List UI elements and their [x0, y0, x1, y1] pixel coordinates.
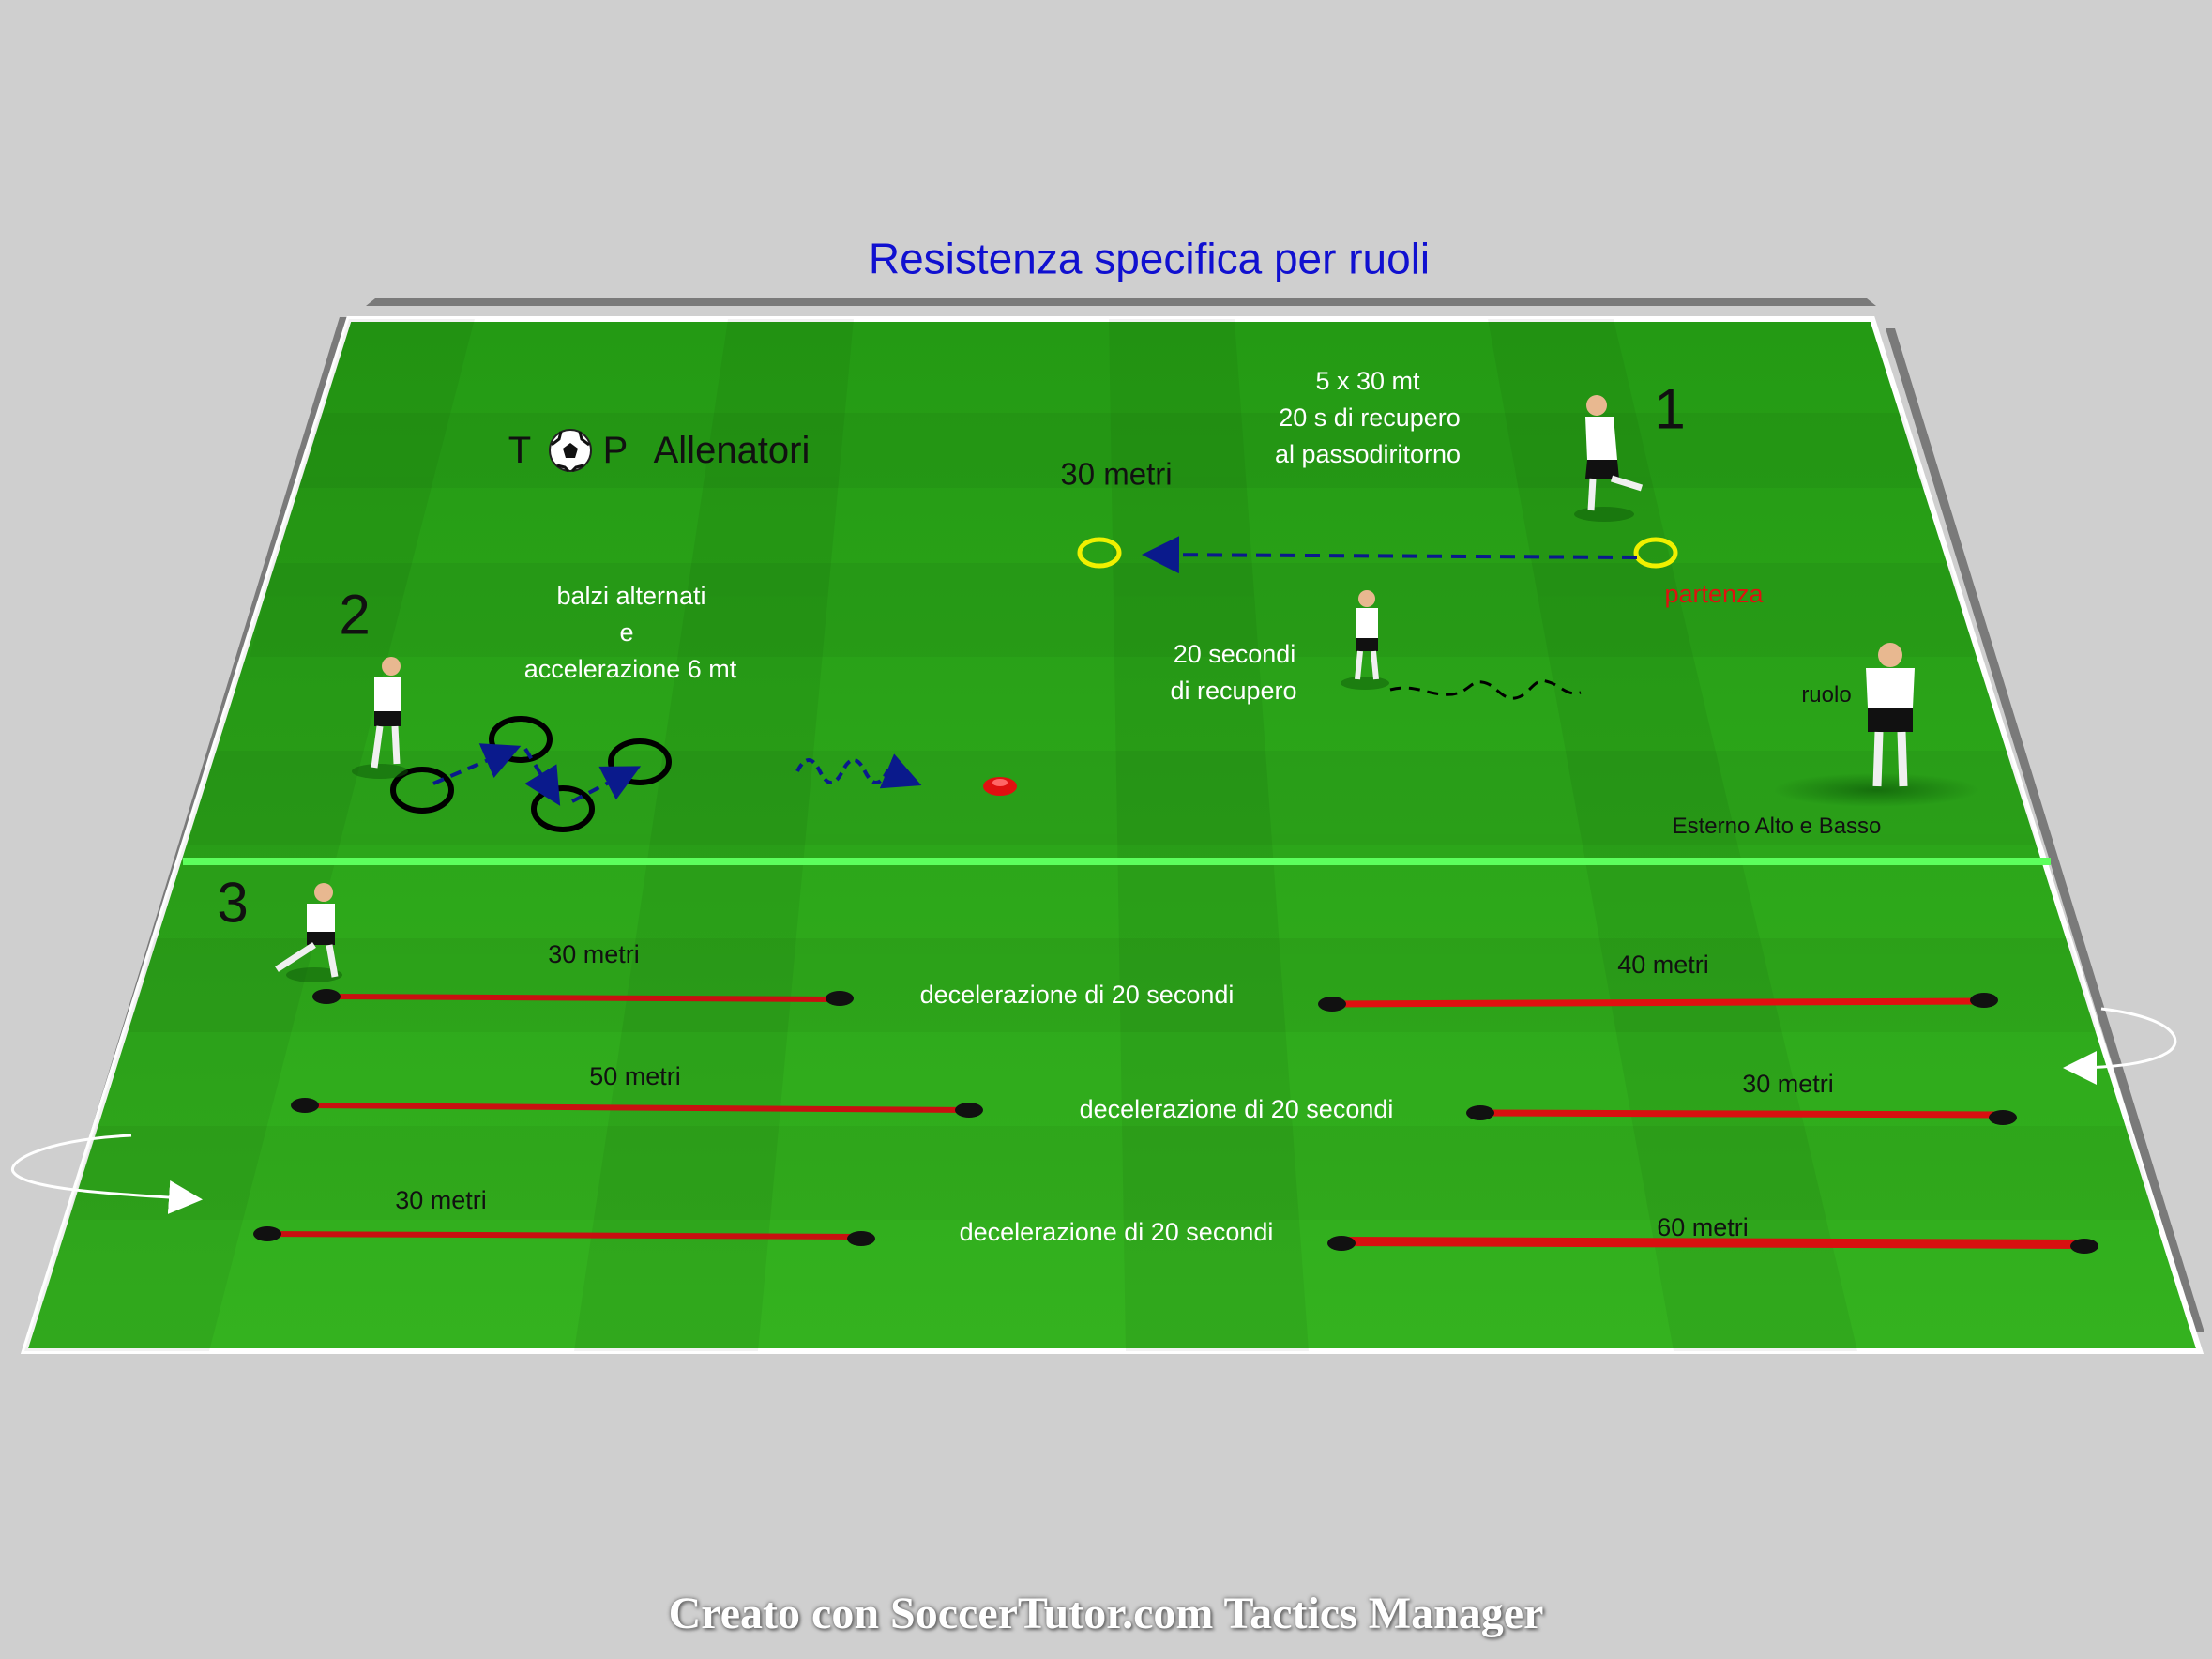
role-name: Esterno Alto e Basso	[1672, 814, 1882, 839]
exercise-3-row-2-second: 30 metri	[1742, 1070, 1834, 1099]
logo-name: Allenatori	[653, 430, 811, 471]
ring-arrows	[432, 743, 642, 806]
sprint-lines	[266, 994, 2085, 1249]
rotation-arrow-left	[11, 1134, 203, 1214]
exercise-3-row-2-first: 50 metri	[589, 1062, 681, 1091]
exercise-2-line-2: e	[619, 618, 634, 647]
exercise-3-row-1-first: 30 metri	[548, 940, 640, 969]
exercise-3-row-2-middle: decelerazione di 20 secondi	[1079, 1095, 1394, 1124]
logo-letter-p: P	[602, 430, 629, 471]
role-shadow	[1773, 773, 1979, 807]
exercise-1-recovery-line-2: di recupero	[1170, 677, 1297, 706]
agility-rings	[390, 716, 672, 832]
exercise-1-spec-line-1: 5 x 30 mt	[1315, 367, 1420, 396]
exercise-3-row-1-second: 40 metri	[1617, 951, 1709, 980]
pitch	[20, 316, 2204, 1354]
pitch-bands	[68, 413, 2158, 1220]
role-label: ruolo	[1801, 682, 1852, 708]
end-ring	[1077, 537, 1122, 569]
rotation-arrow-right	[2063, 1007, 2177, 1085]
exercise-1-spec-line-2: 20 s di recupero	[1279, 403, 1461, 433]
exercise-2-line-3: accelerazione 6 mt	[523, 655, 737, 684]
logo-letter-t: T	[508, 430, 532, 471]
red-cone-top	[992, 779, 1008, 786]
credit-text: Creato con SoccerTutor.com Tactics Manag…	[668, 1589, 1544, 1638]
black-cones	[253, 989, 2098, 1254]
exercise-1-distance: 30 metri	[1060, 456, 1173, 492]
exercise-3-row-3-first: 30 metri	[395, 1186, 487, 1215]
exercise-3-row-1-middle: decelerazione di 20 secondi	[919, 981, 1235, 1010]
exercise-2-number: 2	[339, 583, 371, 647]
player-icon-ex2	[352, 657, 408, 779]
player-icon-ex1-runner	[1574, 395, 1644, 522]
exercise-2-line-1: balzi alternati	[556, 582, 706, 611]
exercise-1-recovery-line-1: 20 secondi	[1173, 640, 1296, 669]
start-ring	[1633, 537, 1678, 569]
soccer-ball-icon	[549, 429, 592, 473]
player-icon-ex3	[275, 883, 342, 982]
exercise-1-spec-line-3: al passodiritorno	[1274, 440, 1462, 469]
pitch-stripes	[24, 319, 1857, 1351]
sprint-arrow	[1142, 536, 1638, 574]
exercise-3-row-3-middle: decelerazione di 20 secondi	[959, 1218, 1274, 1247]
recovery-path	[1389, 679, 1582, 700]
exercise-1-number: 1	[1654, 377, 1686, 441]
exercise-3-number: 3	[217, 871, 249, 935]
wavy-acceleration-arrow	[795, 753, 922, 789]
exercise-3-row-3-second: 60 metri	[1657, 1213, 1749, 1242]
player-icon-role	[1866, 643, 1915, 787]
diagram-title: Resistenza specifica per ruoli	[868, 234, 1431, 283]
player-icon-ex1-recovery	[1341, 590, 1389, 690]
exercise-1-start-label: partenza	[1664, 580, 1764, 609]
